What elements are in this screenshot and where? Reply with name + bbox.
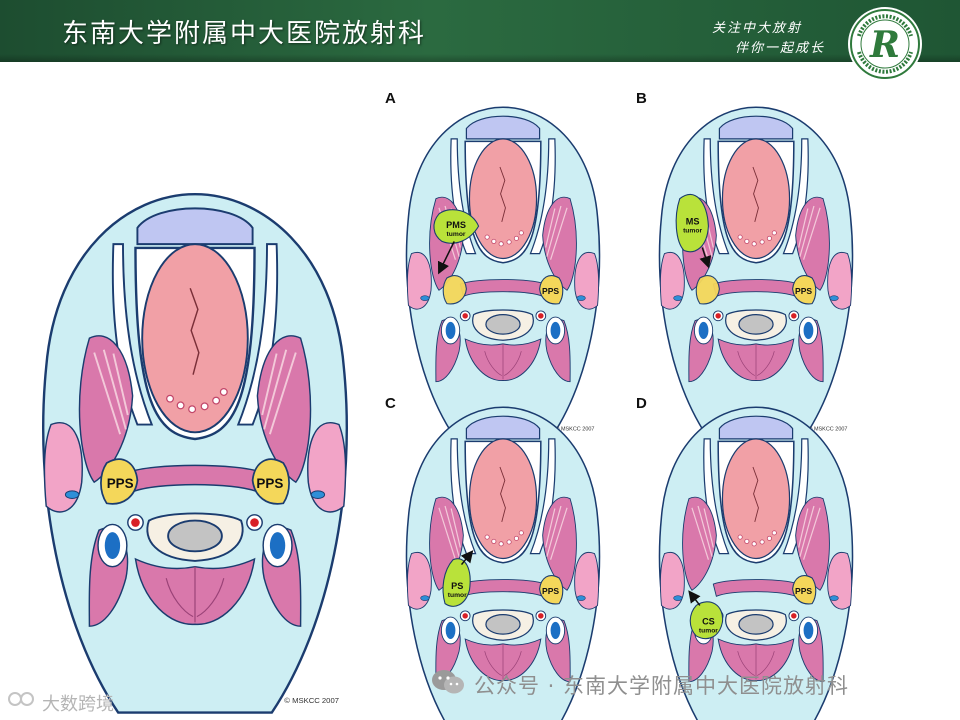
tumor-region (689, 601, 724, 640)
pps-label-right: PPS (795, 286, 812, 296)
pps-region-right (792, 275, 817, 305)
pps-region-left (695, 275, 720, 305)
anatomy-panel: PPS PPS © MSKCC 2007 (41, 192, 349, 714)
tumor-extension-arrow (688, 590, 701, 606)
copyright-label: © MSKCC 2007 (555, 426, 594, 433)
head-neck-cross-section (658, 106, 854, 438)
page-title: 东南大学附属中大医院放射科 (62, 19, 427, 49)
pps-region-left (442, 275, 467, 305)
pps-region-left (100, 458, 139, 505)
tumor-region (442, 558, 471, 607)
tumor-label-line: PS (451, 581, 463, 591)
pps-label-right: PPS (256, 476, 283, 491)
slogan-line-1: 关注中大放射 (712, 21, 803, 36)
pps-region-right (792, 575, 817, 605)
tumor-label-line: CS (702, 616, 715, 626)
hospital-seal-icon: R (848, 7, 922, 81)
tumor-label-line: tumor (683, 227, 702, 234)
tumor-region (433, 209, 480, 244)
tumor-label-line: tumor (448, 592, 467, 599)
tumor-label-line: PMS (446, 220, 466, 230)
panel-letter: A (385, 90, 396, 107)
head-neck-cross-section (41, 192, 349, 714)
pps-label-right: PPS (542, 286, 559, 296)
corner-brand-text: 大数跨境 (42, 694, 114, 715)
tumor-extension-arrow (460, 550, 474, 566)
slogan-line-2: 伴你一起成长 (735, 41, 826, 56)
wechat-icon (432, 670, 464, 694)
panel-letter: D (636, 395, 647, 412)
copyright-label: © MSKCC 2007 (284, 696, 339, 705)
watermark-text: 公众号 · 东南大学附属中大医院放射科 (474, 674, 850, 698)
copyright-label: © MSKCC 2007 (808, 426, 847, 433)
pps-region-right (251, 458, 290, 505)
tumor-extension-arrow (437, 241, 455, 275)
pps-label-right: PPS (795, 586, 812, 596)
tumor-label-line: tumor (699, 627, 718, 634)
pps-label-right: PPS (542, 586, 559, 596)
pps-label-left: PPS (107, 476, 134, 491)
panel-letter: C (385, 395, 396, 412)
tumor-extension-arrow (699, 247, 712, 269)
tumor-region (675, 193, 709, 253)
tumor-label-line: tumor (447, 231, 466, 238)
head-neck-cross-section (405, 106, 601, 438)
tumor-label-line: MS (686, 216, 700, 226)
panel-letter: B (636, 90, 647, 107)
header-shade (0, 54, 960, 62)
header-banner: 东南大学附属中大医院放射科 关注中大放射 伴你一起成长 (0, 0, 960, 62)
logo-letter: R (869, 24, 900, 66)
corner-brand-icon (8, 692, 34, 706)
pps-region-right (539, 575, 564, 605)
pps-region-right (539, 275, 564, 305)
